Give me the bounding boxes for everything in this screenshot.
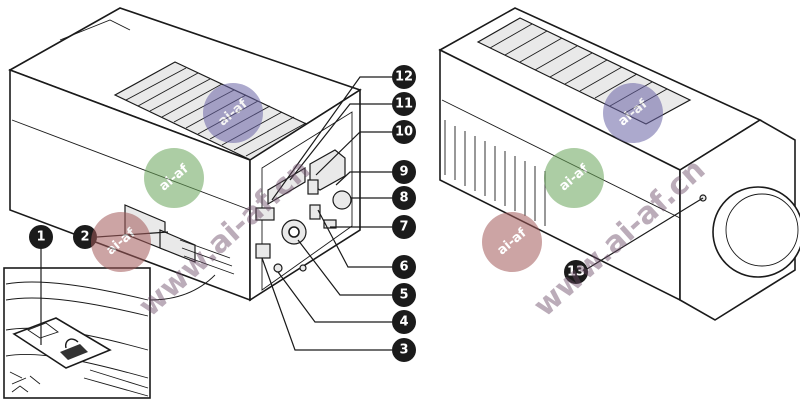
watermark-badge-purple-left: ai-af [203,83,263,143]
callout-13-label: 13 [567,265,585,280]
front-view-camera [438,7,800,321]
lens-outer-ring [712,186,800,278]
callout-6-label: 6 [399,260,408,275]
watermark-badge-green-right: ai-af [544,148,604,208]
padlock-icon [60,338,88,360]
lens-inner-ring [725,193,799,267]
watermark-badge-red-right: ai-af [482,212,542,272]
callout-7: 7 [392,215,416,239]
callout-5: 5 [392,283,416,307]
camera-top-ridge [59,19,131,41]
callout-6: 6 [392,255,416,279]
leader-11 [289,103,392,181]
inset-connector-curve [149,274,216,301]
callout-10: 10 [392,120,416,144]
leader-6 [317,209,392,268]
bnc-pin [288,226,300,238]
callout-11-label: 11 [395,97,413,112]
callout-3: 3 [392,338,416,362]
callout-badges: 1 2 3 4 5 6 7 8 [29,65,588,362]
control-button [255,243,271,259]
io-terminal-block [255,207,275,221]
callout-9: 9 [392,160,416,184]
inset-marking [9,371,41,393]
watermark-badge-red-left: ai-af [91,212,151,272]
callout-5-label: 5 [399,288,408,303]
power-jack [332,190,352,210]
leader-10 [315,131,392,176]
audio-in-jack [309,204,321,220]
callout-11: 11 [392,92,416,116]
leader-5 [297,239,392,296]
relay-connector [307,179,319,195]
callout-3-label: 3 [399,343,408,358]
callout-10-label: 10 [395,125,413,140]
callout-7-label: 7 [399,220,408,235]
screw-hole [299,264,307,272]
status-led [273,263,283,273]
leader-3 [261,257,392,351]
callout-12: 12 [392,65,416,89]
leader-4 [277,271,392,323]
callout-8-label: 8 [399,191,408,206]
watermark-badge-purple-right: ai-af [603,83,663,143]
callout-4-label: 4 [399,315,408,330]
callout-1-label: 1 [36,230,45,245]
callout-4: 4 [392,310,416,334]
callout-2: 2 [73,225,97,249]
watermark-badge-green-left: ai-af [144,148,204,208]
callout-8: 8 [392,186,416,210]
leader-9 [335,171,392,186]
leader-13 [581,197,704,273]
callout-9-label: 9 [399,165,408,180]
callout-12-label: 12 [395,70,413,85]
camera-rear-panel [249,88,361,302]
rear-connectors [255,149,352,273]
microsd-slot [323,219,337,229]
camera-seam [11,119,251,211]
leader-12 [271,76,392,201]
side-fins [444,120,546,226]
power-terminal-block [267,166,306,206]
label-sticker [27,322,59,339]
callout-13: 13 [564,260,588,284]
label-plate [12,317,112,369]
zoom-inset [3,267,216,399]
callout-1: 1 [29,225,53,249]
callout-2-label: 2 [80,230,89,245]
